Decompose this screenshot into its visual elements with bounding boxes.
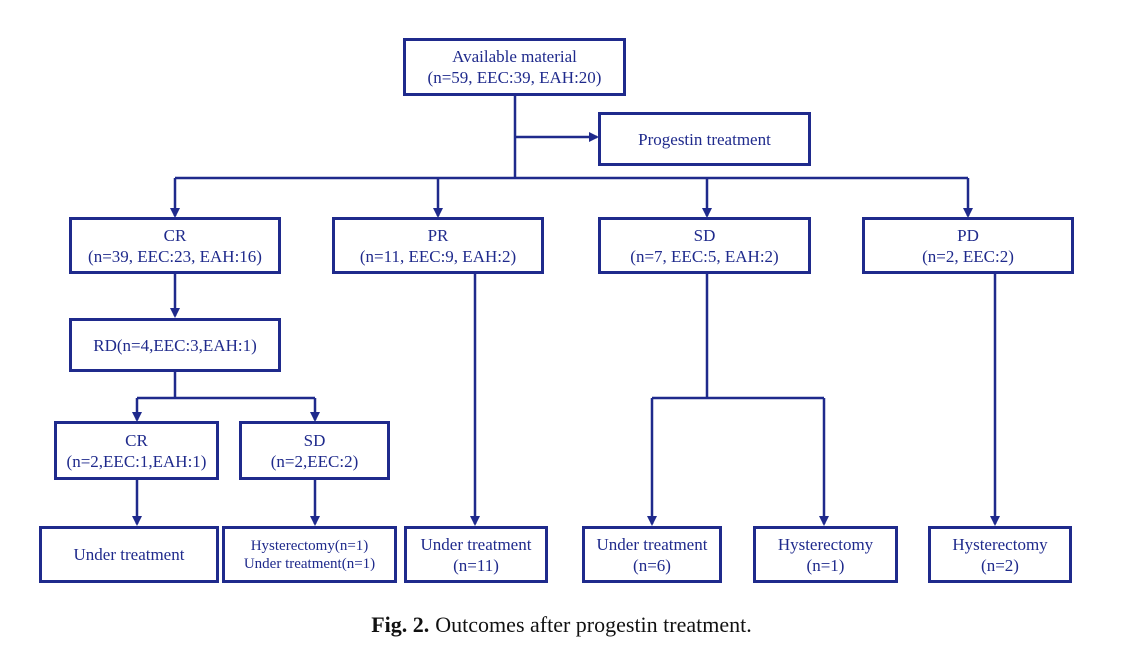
available-material-box: Available material (n=59, EEC:39, EAH:20…: [403, 38, 626, 96]
sd-response-title: SD: [693, 225, 716, 245]
outcome-sd-sub-box: Hysterectomy(n=1) Under treatment(n=1): [222, 526, 397, 583]
pr-response-counts: (n=11, EEC:9, EAH:2): [359, 246, 517, 266]
outcome-sd-b-label: Hysterectomy: [777, 534, 874, 554]
pr-response-box: PR (n=11, EEC:9, EAH:2): [332, 217, 544, 274]
figure-caption: Fig. 2.Outcomes after progestin treatmen…: [0, 612, 1123, 638]
outcome-pd-label: Hysterectomy: [952, 534, 1048, 554]
outcome-sd-a-count: (n=6): [633, 555, 671, 575]
figure-caption-label: Fig. 2.: [371, 612, 430, 637]
outcome-sd-b-box: Hysterectomy (n=1): [753, 526, 898, 583]
outcome-sd-a-label: Under treatment: [596, 534, 708, 554]
pr-response-title: PR: [427, 225, 449, 245]
pd-response-box: PD (n=2, EEC:2): [862, 217, 1074, 274]
outcome-sd-a-box: Under treatment (n=6): [582, 526, 722, 583]
rd-recurrence-box: RD(n=4,EEC:3,EAH:1): [69, 318, 281, 372]
outcome-pr-count: (n=11): [453, 555, 499, 575]
sd-response-box: SD (n=7, EEC:5, EAH:2): [598, 217, 811, 274]
outcome-sd-b-count: (n=1): [806, 555, 845, 575]
outcome-pr-label: Under treatment: [420, 534, 532, 554]
outcome-sd-sub-line1: Hysterectomy(n=1): [250, 537, 369, 554]
outcome-cr-label: Under treatment: [73, 545, 185, 564]
cr-response-box: CR (n=39, EEC:23, EAH:16): [69, 217, 281, 274]
outcome-sd-sub-line2: Under treatment(n=1): [243, 555, 376, 572]
outcome-pd-count: (n=2): [981, 555, 1019, 575]
progestin-treatment-label: Progestin treatment: [638, 129, 771, 149]
sd-sub-title: SD: [303, 430, 326, 450]
outcome-cr-box: Under treatment: [39, 526, 219, 583]
cr-response-title: CR: [163, 225, 187, 245]
outcome-pr-box: Under treatment (n=11): [404, 526, 548, 583]
sd-sub-counts: (n=2,EEC:2): [270, 451, 359, 471]
outcome-pd-box: Hysterectomy (n=2): [928, 526, 1072, 583]
sd-sub-box: SD (n=2,EEC:2): [239, 421, 390, 480]
pd-response-counts: (n=2, EEC:2): [922, 246, 1014, 266]
available-material-title: Available material: [452, 47, 577, 66]
pd-response-title: PD: [957, 225, 979, 245]
progestin-treatment-box: Progestin treatment: [598, 112, 811, 166]
cr-response-counts: (n=39, EEC:23, EAH:16): [88, 246, 262, 266]
cr-sub-title: CR: [125, 430, 148, 450]
rd-recurrence-label: RD(n=4,EEC:3,EAH:1): [93, 335, 257, 355]
sd-response-counts: (n=7, EEC:5, EAH:2): [630, 246, 779, 266]
available-material-counts: (n=59, EEC:39, EAH:20): [427, 68, 602, 87]
cr-sub-box: CR (n=2,EEC:1,EAH:1): [54, 421, 219, 480]
figure-caption-text: Outcomes after progestin treatment.: [435, 612, 752, 637]
cr-sub-counts: (n=2,EEC:1,EAH:1): [66, 451, 207, 471]
